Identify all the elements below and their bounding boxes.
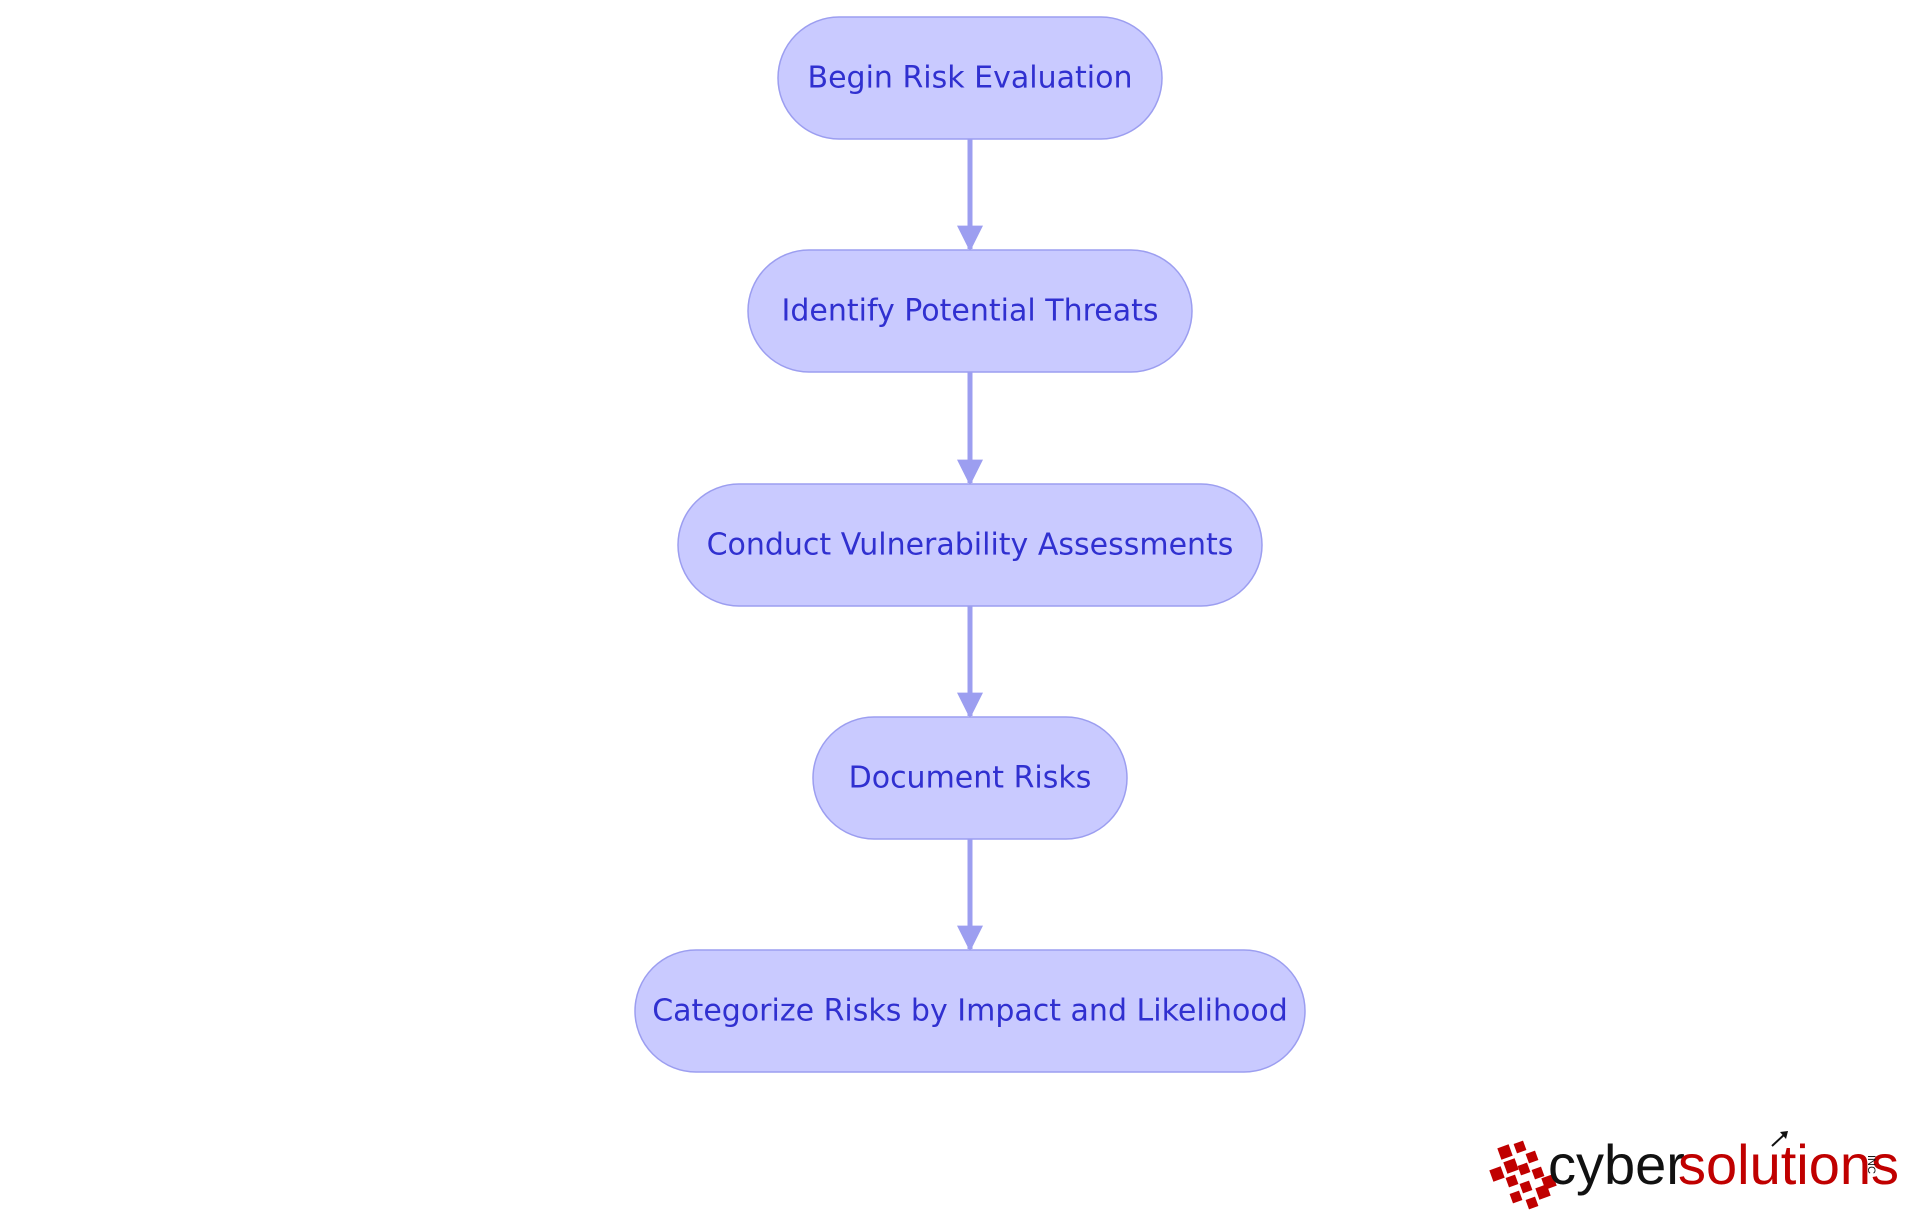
logo-pixel-square xyxy=(1517,1162,1531,1176)
logo-text-inc: INC xyxy=(1865,1155,1877,1174)
flowchart-node-label: Document Risks xyxy=(849,761,1092,796)
flowchart-node-label: Identify Potential Threats xyxy=(782,294,1159,329)
logo-pixel-square xyxy=(1513,1140,1527,1154)
logo-pixel-square xyxy=(1541,1174,1557,1190)
flowchart-node: Identify Potential Threats xyxy=(747,249,1193,373)
flowchart-node: Begin Risk Evaluation xyxy=(777,16,1163,140)
flowchart-node-shape xyxy=(777,16,1163,140)
logo-pixel-square xyxy=(1505,1174,1519,1188)
flowchart-node-label: Begin Risk Evaluation xyxy=(808,61,1133,96)
logo-pixel-square xyxy=(1509,1190,1523,1204)
flowchart-node: Conduct Vulnerability Assessments xyxy=(677,483,1263,607)
logo-text-cyber: cyber xyxy=(1548,1133,1685,1196)
flowchart-node-shape xyxy=(634,949,1306,1073)
logo-pixel-square xyxy=(1497,1144,1513,1160)
flowchart-node-label: Categorize Risks by Impact and Likelihoo… xyxy=(652,994,1288,1029)
cybersolutions-logo: cyber solutions INC xyxy=(1489,1131,1899,1210)
flowchart-node-shape xyxy=(677,483,1263,607)
logo-pixel-square xyxy=(1531,1166,1545,1180)
logo-pixel-square xyxy=(1503,1158,1519,1174)
flowchart-node-shape xyxy=(747,249,1193,373)
pixel-arrow-logo-mark xyxy=(1489,1140,1557,1210)
logo-pixel-square xyxy=(1525,1196,1539,1210)
flowchart-node: Document Risks xyxy=(812,716,1128,840)
logo-pixel-square xyxy=(1525,1150,1539,1164)
flowchart-node-label: Conduct Vulnerability Assessments xyxy=(707,528,1234,563)
flowchart-node-shape xyxy=(812,716,1128,840)
logo-pixel-square xyxy=(1489,1166,1505,1182)
flowchart-node: Categorize Risks by Impact and Likelihoo… xyxy=(634,949,1306,1073)
logo-swoosh-icon xyxy=(1771,1131,1788,1147)
logo-pixel-square xyxy=(1519,1180,1533,1194)
logo-text-solutions: solutions xyxy=(1678,1133,1899,1196)
